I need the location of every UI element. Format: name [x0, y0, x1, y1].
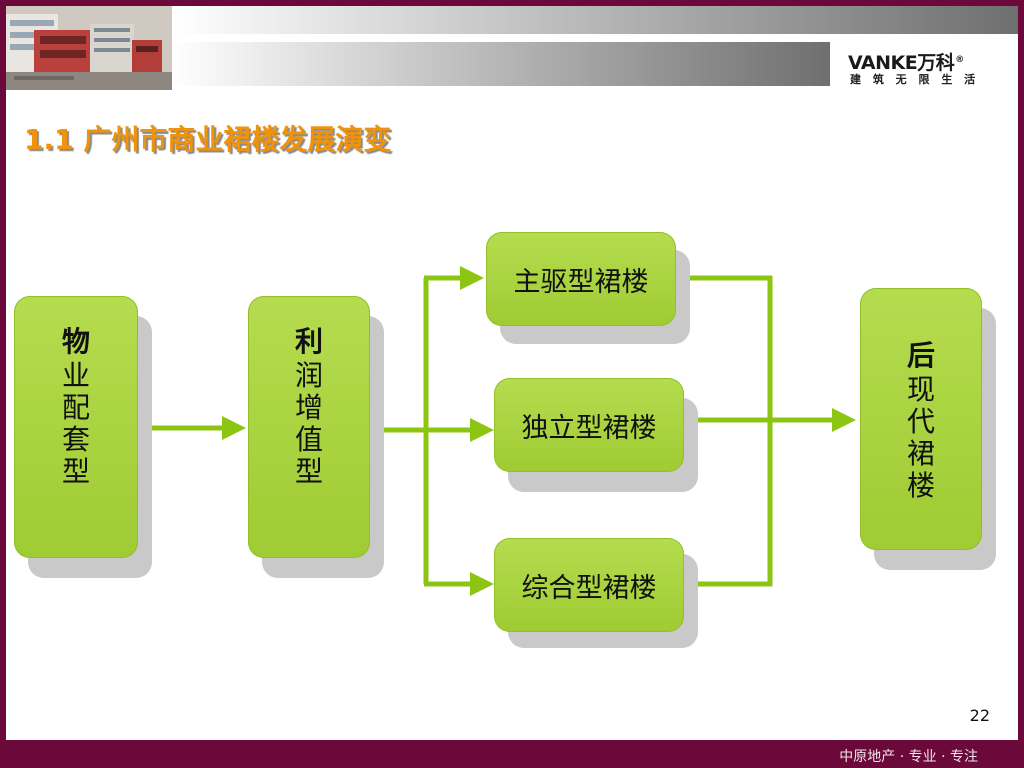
node-stage2-text: 利 润增值型 — [294, 325, 323, 488]
logo-brand: VANKE万科® — [848, 52, 964, 74]
node-stage1: 物 业配套型 — [14, 296, 138, 558]
node-branch-top: 主驱型裙楼 — [486, 232, 676, 326]
logo-tagline: 建 筑 无 限 生 活 — [850, 73, 980, 86]
node-branch-mid-text: 独立型裙楼 — [521, 412, 657, 444]
page-number: 22 — [969, 706, 990, 725]
connector-merge — [690, 275, 856, 587]
building-photo — [6, 6, 172, 90]
evolution-diagram: 物 业配套型 利 润增值型 主驱型裙楼 独立型裙楼 综合型裙楼 后 — [6, 6, 1018, 740]
header-bar-top — [172, 6, 1018, 34]
connector-branches — [368, 266, 494, 596]
node-stage-final-text: 后 现代裙楼 — [906, 339, 935, 502]
node-stage2: 利 润增值型 — [248, 296, 370, 558]
vanke-logo: VANKE万科® 建 筑 无 限 生 活 — [842, 42, 992, 86]
node-stage-final: 后 现代裙楼 — [860, 288, 982, 550]
arrow-stage1-to-stage2 — [136, 416, 246, 440]
node-stage1-text: 物 业配套型 — [61, 325, 90, 488]
node-branch-bottom: 综合型裙楼 — [494, 538, 684, 632]
slide-title: 1.1 广州市商业裙楼发展演变 — [24, 123, 392, 156]
node-branch-mid: 独立型裙楼 — [494, 378, 684, 472]
node-branch-top-text: 主驱型裙楼 — [513, 266, 649, 298]
slide: VANKE万科® 建 筑 无 限 生 活 1.1 广州市商业裙楼发展演变 — [6, 6, 1018, 740]
footer-slogan: 中原地产 · 专业 · 专注 — [839, 749, 978, 765]
header-bar-bottom — [172, 42, 830, 86]
node-branch-bottom-text: 综合型裙楼 — [521, 572, 657, 604]
